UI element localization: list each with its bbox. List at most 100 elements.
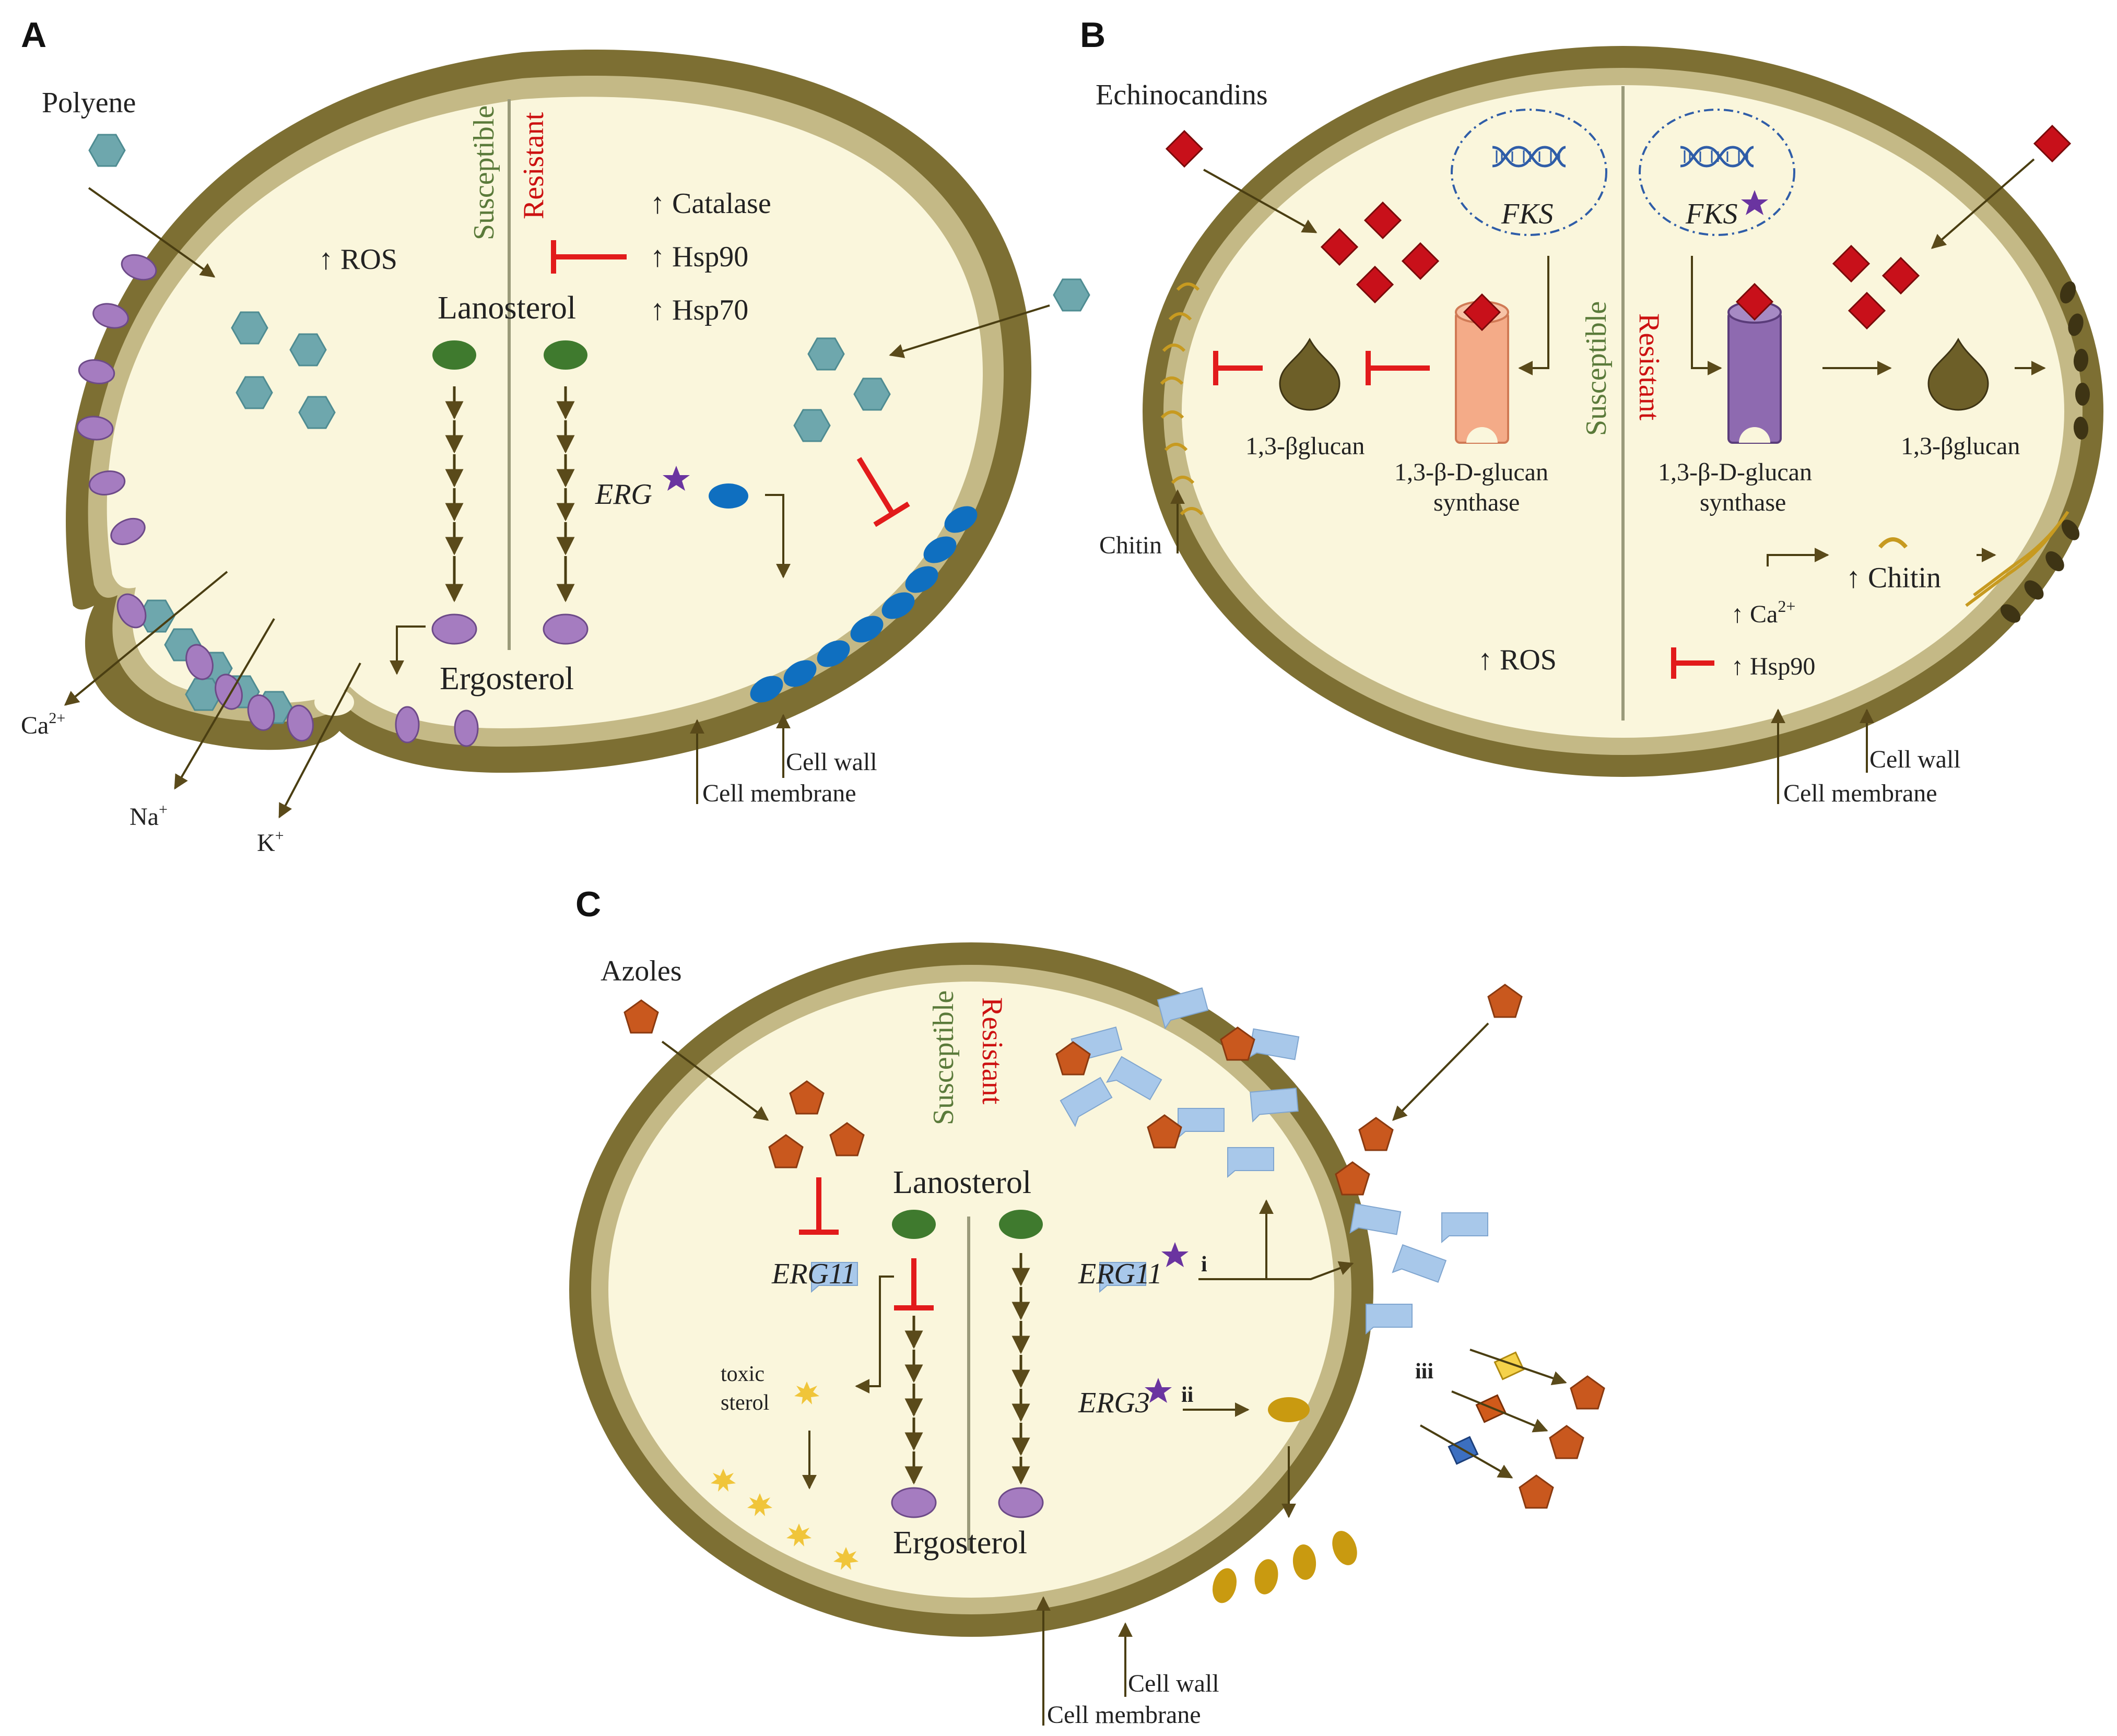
panel-b-fks-left-arrow — [1518, 256, 1549, 375]
panel-b-synthase-left-l2: synthase — [1433, 489, 1520, 516]
panel-c-ergosterol-label: Ergosterol — [893, 1525, 1027, 1561]
panel-b-ca-to-chitin-arrow — [1767, 548, 1829, 566]
panel-b-nucleus-right — [1639, 109, 1795, 236]
panel-b-echinocandin-outside-right-icon — [2033, 125, 2071, 162]
panel-c-inhibit-icon — [799, 1177, 934, 1310]
panel-b-echinocandin-outside-icon — [1166, 130, 1203, 168]
panel-b-cell-membrane-label: Cell membrane — [1783, 780, 1937, 807]
panel-a-ca-label: Ca2+ — [21, 710, 65, 739]
panel-c-resistant-label: Resistant — [976, 997, 1008, 1105]
panel-a-polyene-icon — [289, 333, 327, 367]
panel-b-letter: B — [1080, 15, 1105, 55]
panel-b-susceptible-label: Susceptible — [1580, 301, 1613, 436]
panel-b-glucan-synthase-right — [1727, 301, 1782, 444]
panel-b-drug-label: Echinocandins — [1096, 79, 1268, 111]
panel-c-cell-membrane-label: Cell membrane — [1047, 1701, 1201, 1729]
panel-c-mech-i-label: i — [1201, 1253, 1207, 1277]
panel-b-inhibit-icon — [1213, 351, 1714, 679]
panel-b-glucan-right-label: 1,3-βglucan — [1901, 432, 2020, 460]
panel-c-toxic-l2: sterol — [721, 1391, 769, 1415]
panel-b-fks-left-label: FKS — [1501, 198, 1554, 230]
panel-a-ros-label: ↑ ROS — [319, 243, 397, 276]
panel-b-cell-wall-label: Cell wall — [1869, 746, 1961, 773]
panel-a-cell-wall-label: Cell wall — [786, 748, 877, 776]
panel-a-ergosterol-label: Ergosterol — [440, 661, 574, 696]
panel-a-cell-membrane-label: Cell membrane — [702, 780, 856, 807]
panel-a-pointer-arrows — [690, 714, 791, 804]
panel-b-synthase-right-l2: synthase — [1700, 489, 1786, 516]
panel-c-ergosterol-left — [891, 1487, 937, 1518]
panel-c-alt-sterol — [1268, 1397, 1310, 1422]
panel-c-cytoplasm — [608, 982, 1334, 1598]
panel-b-hsp90-label: ↑ Hsp90 — [1731, 653, 1815, 680]
panel-a-membrane-erg-product — [750, 506, 978, 703]
panel-c-lanosterol-label: Lanosterol — [893, 1165, 1031, 1200]
panel-a-polyene-icon — [236, 376, 273, 409]
panel-a-hsp90-label: ↑ Hsp90 — [650, 241, 748, 273]
panel-c: C Susceptible Resistant Azoles ERG11 Lan… — [569, 884, 1605, 1729]
panel-a-erg-label: ERG — [595, 478, 652, 511]
panel-a-polyene-outside-right-icon — [1053, 278, 1090, 312]
panel-c-drug-label: Azoles — [601, 955, 682, 987]
panel-a-ion-leak-arrows — [64, 571, 361, 819]
panel-b-nucleus-left — [1451, 109, 1607, 236]
panel-a-polyene-entry-right-arrow — [889, 304, 1050, 358]
panel-a-ergosterol-to-membrane-arrow — [390, 625, 426, 675]
panel-a-ergosterol-right — [543, 613, 589, 645]
panel-c-azole-icon — [1358, 1117, 1394, 1151]
panel-b-resistant-label: Resistant — [1633, 313, 1665, 421]
panel-a-erg-arrow — [765, 494, 791, 578]
panel-c-toxic-pathway-arrow — [855, 1276, 894, 1393]
panel-c-susceptible-label: Susceptible — [927, 990, 960, 1125]
panel-a-resistant-label: Resistant — [518, 112, 550, 219]
panel-a: A Susceptible Resistant Polyene ↑ ROS ↑ … — [21, 15, 1090, 857]
panel-a-lanosterol-right — [544, 340, 587, 370]
panel-a-ergosterol-left — [431, 613, 477, 645]
panel-b-chitin-up-label: ↑ Chitin — [1846, 562, 1941, 594]
panel-b-fks-right-label: FKS — [1685, 198, 1738, 230]
panel-b-synthase-right-l1: 1,3-β-D-glucan — [1658, 458, 1812, 486]
panel-c-erg11-right-label: ERG11 — [1078, 1258, 1162, 1290]
panel-b-chitin-icon — [1878, 537, 1908, 549]
panel-c-azole-effluxed-icon — [1570, 1375, 1605, 1410]
panel-c-azole-outside-right-icon — [1487, 984, 1523, 1018]
panel-a-polyene-icon — [793, 409, 831, 442]
panel-c-efflux-arrows — [1420, 1349, 1567, 1479]
panel-b-pointer-arrows — [1771, 708, 1874, 804]
panel-a-hsp90-inhibit-icon — [551, 240, 627, 274]
panel-c-pointer-arrows — [1036, 1596, 1133, 1726]
panel-a-hsp70-label: ↑ Hsp70 — [650, 294, 748, 326]
panel-b-ros-label: ↑ ROS — [1478, 644, 1557, 676]
panel-b-glucan-left-icon — [1279, 337, 1340, 411]
panel-a-lanosterol-left — [432, 340, 476, 370]
panel-a-cytoplasm — [107, 97, 983, 728]
panel-b-synthase-left-l1: 1,3-β-D-glucan — [1394, 458, 1548, 486]
panel-a-catalase-label: ↑ Catalase — [650, 187, 771, 220]
panel-c-erg11-left-label: ERG11 — [771, 1258, 856, 1290]
panel-b-ca-label: ↑ Ca2+ — [1731, 597, 1795, 628]
panel-b-fks-right-arrow — [1691, 256, 1722, 375]
panel-c-toxic-l1: toxic — [721, 1362, 765, 1386]
panel-b-entry-arrow — [1203, 169, 1318, 233]
panel-b-glucan-left-label: 1,3-βglucan — [1245, 432, 1365, 460]
panel-a-na-label: Na+ — [130, 801, 168, 831]
panel-c-letter: C — [575, 884, 601, 924]
panel-a-polyene-icon — [231, 311, 268, 345]
panel-c-ergosterol-right — [998, 1487, 1044, 1518]
panel-a-membrane-ergosterol — [76, 254, 479, 747]
panel-c-mech-ii-label: ii — [1181, 1383, 1194, 1407]
panel-c-azole-outside-icon — [624, 999, 659, 1034]
panel-a-polyene-inhibit-icon — [856, 457, 910, 527]
panel-a-polyene-icon — [807, 337, 845, 371]
panel-a-susceptible-label: Susceptible — [468, 105, 500, 240]
panel-a-drug-label: Polyene — [42, 87, 136, 119]
panel-a-lanosterol-label: Lanosterol — [438, 290, 576, 326]
panel-a-polyene-icon — [298, 396, 336, 429]
panel-c-lanosterol-right — [999, 1210, 1043, 1239]
panel-c-azole-effluxed-icon — [1519, 1474, 1554, 1509]
panel-b: B Susceptible Resistant Echinocandins FK… — [1080, 15, 2103, 807]
panel-b-chitin-right — [1965, 511, 2069, 607]
panel-a-membrane-pores — [116, 565, 354, 742]
panel-a-erg-product — [709, 483, 748, 509]
